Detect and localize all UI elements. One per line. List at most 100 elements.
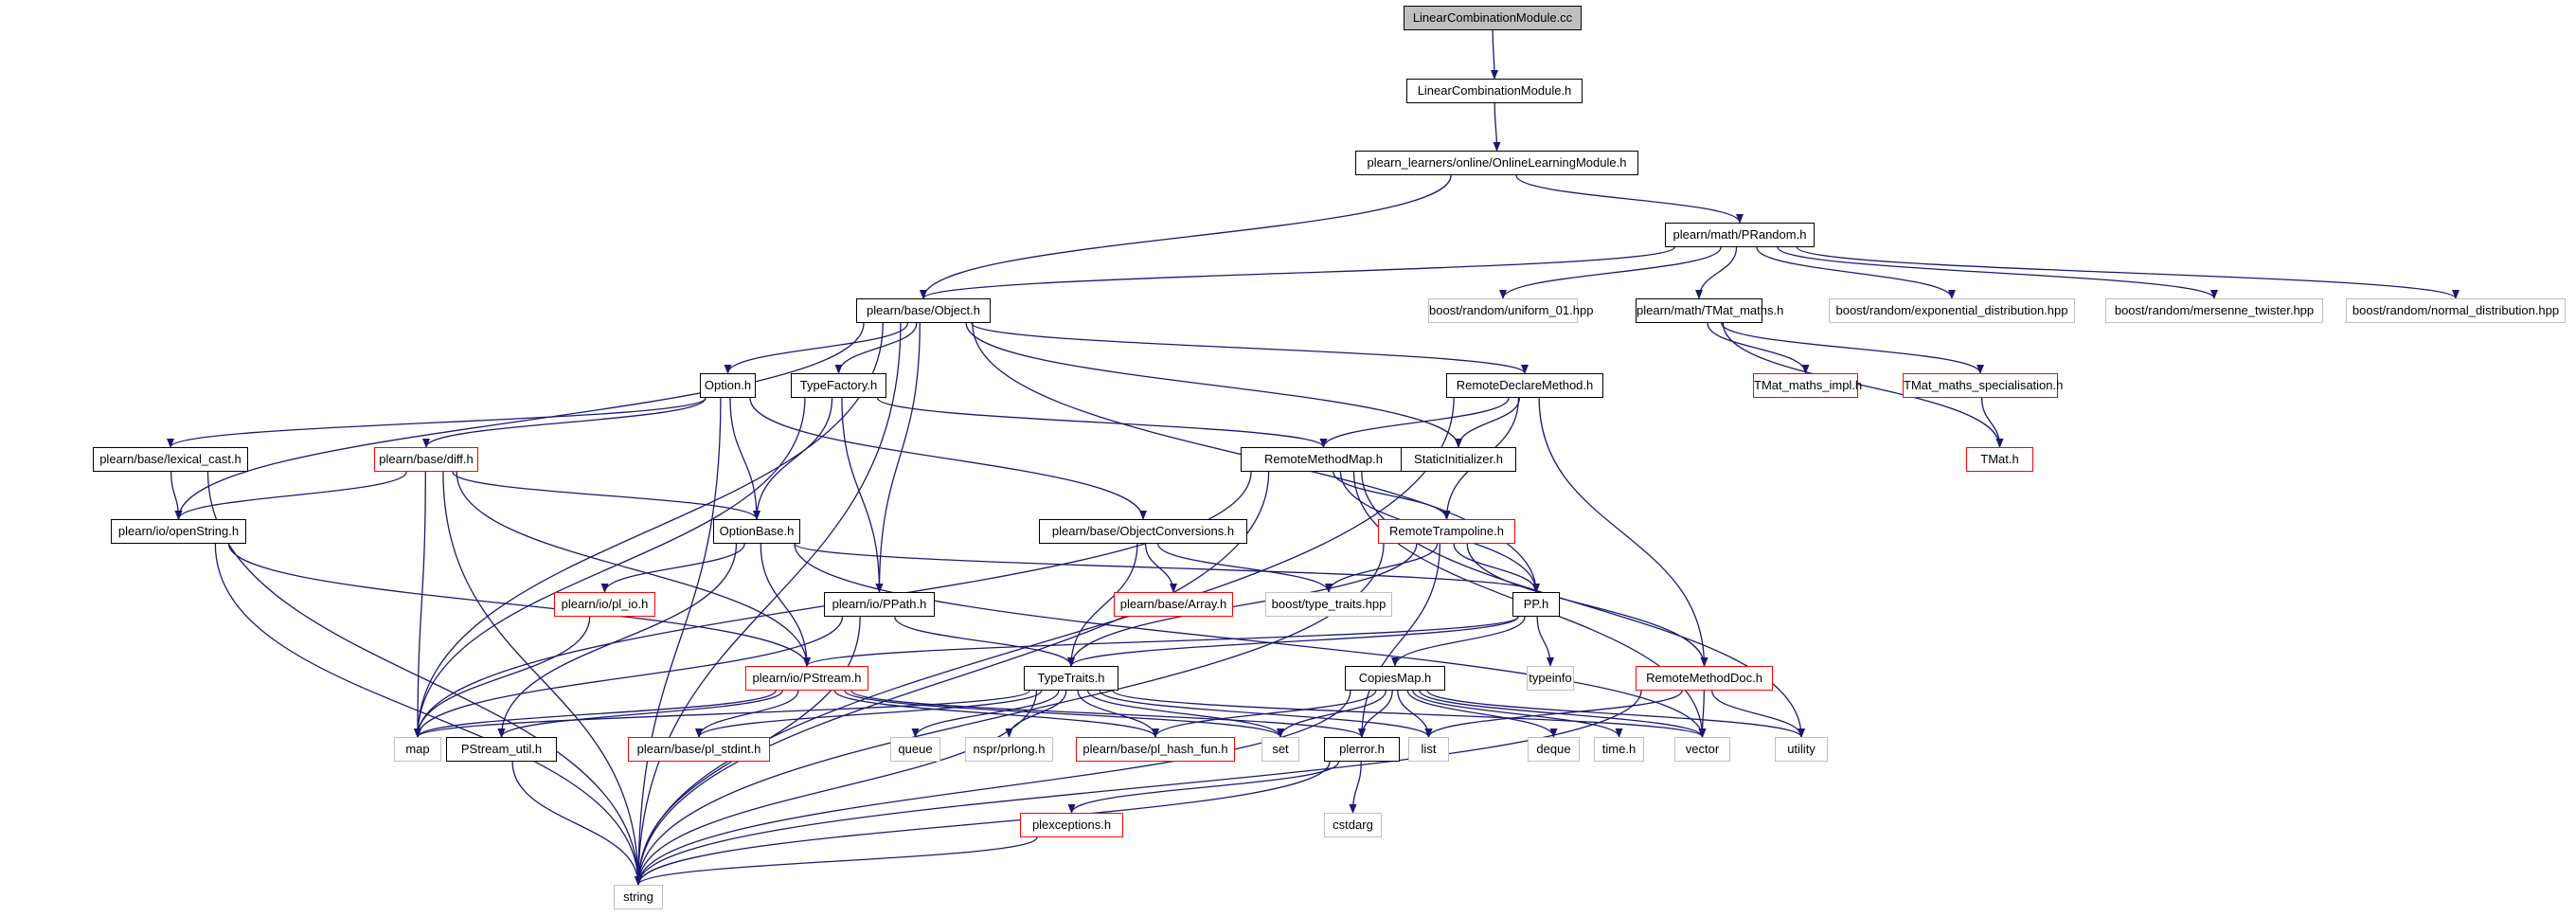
edge-n11-to-n21	[753, 397, 833, 520]
edge-n31-to-n38	[1005, 690, 1067, 738]
node-plearn-base-pl-hash-fun-h[interactable]: plearn/base/pl_hash_fun.h	[1076, 737, 1235, 762]
node-plearn-io-pstream-h[interactable]: plearn/io/PStream.h	[745, 666, 868, 691]
edge-n10-to-n15	[167, 397, 707, 448]
edge-n21-to-n45	[794, 543, 1707, 738]
node-staticinitializer-h[interactable]: StaticInitializer.h	[1401, 447, 1516, 472]
edge-n1-to-n2	[1493, 102, 1501, 152]
node-tmat-maths-impl-h[interactable]: TMat_maths_impl.h	[1753, 373, 1862, 398]
edge-n28-to-n31	[894, 616, 1075, 667]
node-queue: queue	[890, 737, 940, 762]
edge-n20-to-n30	[227, 543, 811, 667]
node-plearn-base-object-h[interactable]: plearn/base/Object.h	[856, 298, 991, 323]
edge-n22-to-n31	[1067, 543, 1138, 667]
edge-n12-to-n49	[635, 397, 1455, 886]
edge-n32-to-n49	[635, 690, 1351, 886]
edge-n16-to-n21	[452, 471, 760, 520]
edge-n6-to-n19	[1722, 322, 2004, 448]
edge-n33-to-n49	[635, 690, 1642, 886]
edge-n11-to-n28	[841, 397, 884, 593]
edge-n3-to-n7	[1756, 246, 1956, 299]
node-pp-h[interactable]: PP.h	[1512, 592, 1560, 617]
node-plearn-base-objectconversions-h[interactable]: plearn/base/ObjectConversions.h	[1039, 519, 1247, 544]
edge-n6-to-n14	[1721, 322, 1984, 374]
node-linearcombinationmodule-h[interactable]: LinearCombinationModule.h	[1406, 79, 1583, 103]
node-time-h: time.h	[1594, 737, 1644, 762]
node-nspr-prlong-h: nspr/prlong.h	[965, 737, 1053, 762]
node-plearn-base-array-h[interactable]: plearn/base/Array.h	[1114, 592, 1233, 617]
edge-n21-to-n27	[794, 543, 1540, 593]
edge-n3-to-n8	[1777, 246, 2218, 299]
node-pstream-util-h[interactable]: PStream_util.h	[446, 737, 557, 762]
node-plearn-base-lexical-cast-h[interactable]: plearn/base/lexical_cast.h	[93, 447, 248, 472]
node-plearn-io-openstring-h[interactable]: plearn/io/openString.h	[111, 519, 246, 544]
edge-n33-to-n45	[1698, 690, 1707, 738]
node-option-h[interactable]: Option.h	[700, 373, 756, 398]
node-plerror-h[interactable]: plerror.h	[1324, 737, 1400, 762]
edge-n10-to-n21	[729, 397, 760, 520]
edge-n12-to-n33	[1538, 397, 1708, 667]
edge-n12-to-n18	[1455, 397, 1521, 448]
node-set: set	[1261, 737, 1299, 762]
node-typetraits-h[interactable]: TypeTraits.h	[1024, 666, 1118, 691]
node-tmat-h[interactable]: TMat.h	[1966, 447, 2033, 472]
edge-n31-to-n40	[1087, 690, 1284, 738]
edge-n31-to-n49	[635, 690, 1038, 886]
edge-n31-to-n45	[1112, 690, 1707, 738]
node-plexceptions-h[interactable]: plexceptions.h	[1020, 813, 1123, 837]
edge-n32-to-n44	[1412, 690, 1623, 738]
edge-n33-to-n42	[1424, 690, 1683, 738]
node-remotetrampoline-h[interactable]: RemoteTrampoline.h	[1378, 519, 1515, 544]
node-list: list	[1408, 737, 1449, 762]
edge-n32-to-n40	[1277, 690, 1386, 738]
node-boost-random-mersenne-twister-hpp: boost/random/mersenne_twister.hpp	[2105, 298, 2323, 323]
edge-n21-to-n35	[497, 543, 738, 738]
edge-n32-to-n39	[1152, 690, 1377, 738]
edge-n17-to-n23	[1333, 471, 1451, 520]
node-optionbase-h[interactable]: OptionBase.h	[713, 519, 800, 544]
node-remotemethodmap-h[interactable]: RemoteMethodMap.h	[1241, 447, 1406, 472]
node-vector: vector	[1674, 737, 1730, 762]
edge-n30-to-n36	[695, 690, 799, 738]
node-remotedeclaremethod-h[interactable]: RemoteDeclareMethod.h	[1446, 373, 1603, 398]
edge-n21-to-n24	[600, 543, 745, 593]
edge-n3-to-n9	[1796, 246, 2460, 299]
node-plearn-base-pl-stdint-h[interactable]: plearn/base/pl_stdint.h	[628, 737, 770, 762]
edge-n3-to-n5	[1499, 246, 1722, 299]
node-boost-random-uniform-01-hpp: boost/random/uniform_01.hpp	[1428, 298, 1593, 323]
node-tmat-maths-specialisation-h[interactable]: TMat_maths_specialisation.h	[1903, 373, 2063, 398]
node-plearn-learners-online-onlinelearningmodule-h[interactable]: plearn_learners/online/OnlineLearningMod…	[1355, 151, 1638, 175]
node-linearcombinationmodule-cc[interactable]: LinearCombinationModule.cc	[1404, 6, 1582, 30]
edge-n15-to-n49	[206, 471, 642, 886]
edge-n22-to-n25	[1144, 543, 1177, 593]
edge-n10-to-n49	[635, 397, 722, 886]
node-deque: deque	[1528, 737, 1580, 762]
edge-n6-to-n13	[1707, 322, 1810, 374]
edge-n31-to-n37	[911, 690, 1060, 738]
node-typefactory-h[interactable]: TypeFactory.h	[791, 373, 886, 398]
edge-n31-to-n36	[695, 690, 1043, 738]
edge-n4-to-n18	[965, 322, 1462, 448]
node-plearn-io-ppath-h[interactable]: plearn/io/PPath.h	[824, 592, 935, 617]
edge-n4-to-n28	[875, 322, 921, 593]
edge-n22-to-n26	[1157, 543, 1333, 593]
edge-n24-to-n34	[414, 616, 591, 738]
edge-n10-to-n22	[749, 397, 1147, 520]
edge-n4-to-n12	[971, 322, 1529, 374]
edge-n23-to-n27	[1453, 543, 1540, 593]
node-remotemethoddoc-h[interactable]: RemoteMethodDoc.h	[1636, 666, 1773, 691]
edge-n11-to-n17	[876, 397, 1328, 448]
edge-n12-to-n17	[1319, 397, 1510, 448]
node-copiesmap-h[interactable]: CopiesMap.h	[1345, 666, 1445, 691]
edge-n2-to-n3	[1515, 174, 1744, 224]
node-plearn-io-pl-io-h[interactable]: plearn/io/pl_io.h	[554, 592, 655, 617]
node-boost-random-normal-distribution-hpp: boost/random/normal_distribution.hpp	[2346, 298, 2566, 323]
edge-n30-to-n39	[833, 690, 1159, 738]
node-boost-random-exponential-distribution-hpp: boost/random/exponential_distribution.hp…	[1829, 298, 2075, 323]
node-plearn-base-diff-h[interactable]: plearn/base/diff.h	[374, 447, 478, 472]
node-plearn-math-prandom-h[interactable]: plearn/math/PRandom.h	[1665, 223, 1815, 247]
edge-n4-to-n34	[414, 322, 884, 738]
node-plearn-math-tmat-maths-h[interactable]: plearn/math/TMat_maths.h	[1636, 298, 1783, 323]
node-utility: utility	[1775, 737, 1828, 762]
node-map: map	[394, 737, 441, 762]
